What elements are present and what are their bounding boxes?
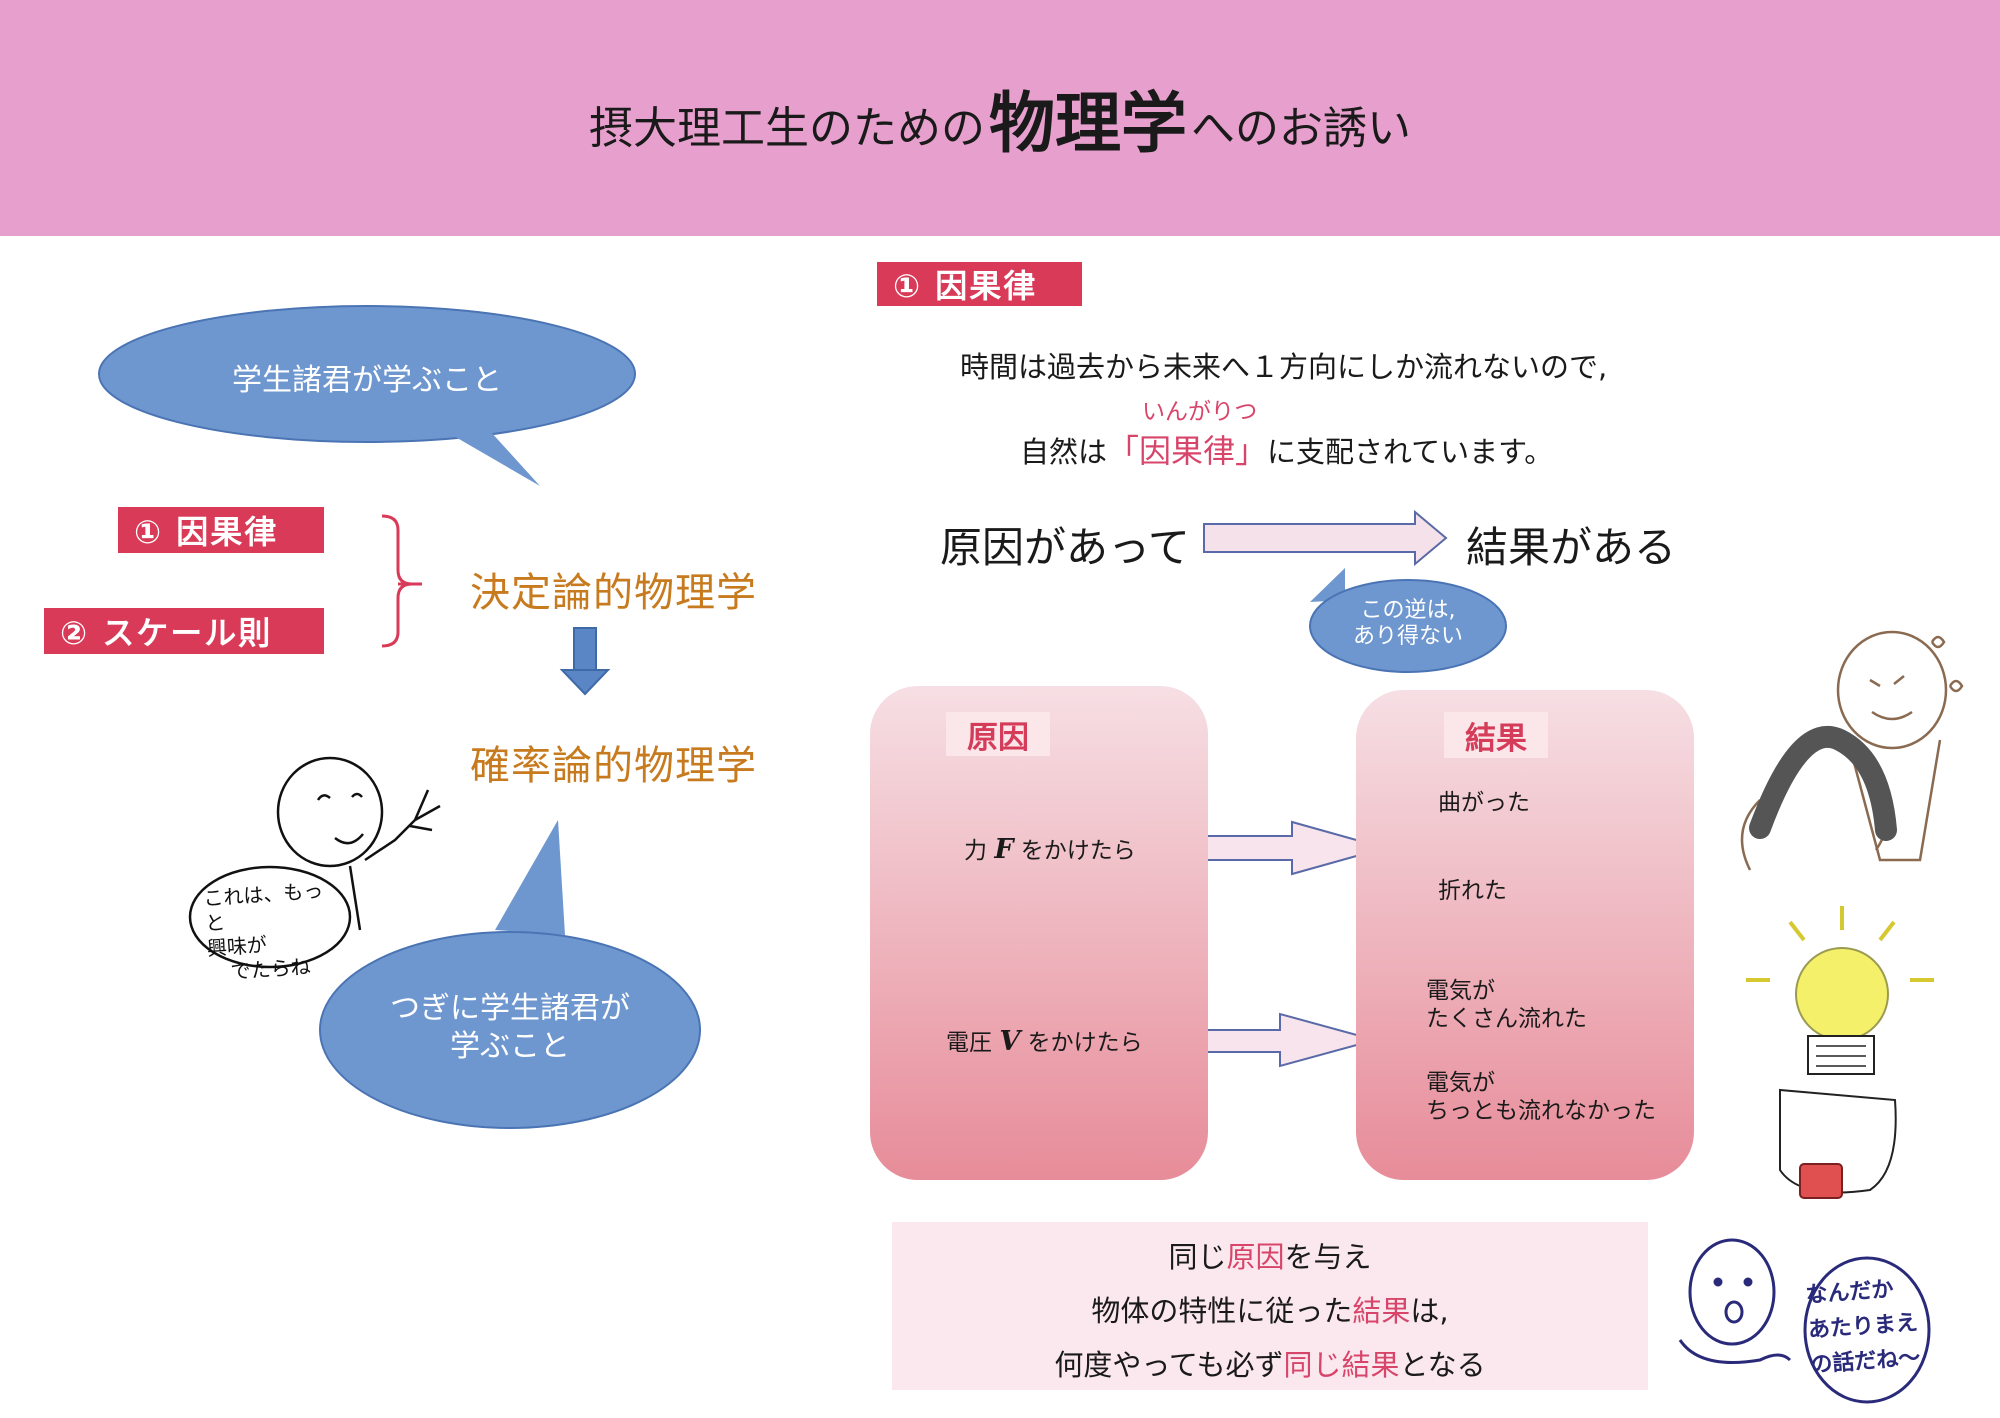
summary-l2-c: は, — [1410, 1294, 1449, 1328]
bottom-speech-bubble — [319, 820, 701, 1129]
voltage-variable: V — [999, 1026, 1021, 1057]
sentence-time-direction: 時間は過去から未来へ１方向にしか流れないので, — [960, 350, 1608, 384]
summary-line2: 物体の特性に従った結果は, — [892, 1288, 1648, 1330]
result-no-current-line2: ちっとも流れなかった — [1426, 1097, 1656, 1124]
effect-panel — [1356, 690, 1694, 1180]
header-band — [0, 0, 2000, 236]
force-pre: 力 — [964, 838, 987, 864]
thinking-character-icon — [1678, 1238, 1931, 1404]
bottom-bubble-line2: 学ぶこと — [450, 1028, 570, 1064]
sentence-causality-pre: 自然は — [1020, 435, 1108, 469]
bent-bar-icon — [1749, 725, 1897, 841]
cause-phrase: 原因があって — [940, 523, 1190, 572]
summary-box: 同じ原因を与え 物体の特性に従った結果は, 何度やっても必ず同じ結果となる — [892, 1222, 1648, 1390]
summary-l3-a: 何度やっても必ず — [1054, 1348, 1284, 1382]
effect-panel-label: 結果 — [1444, 712, 1548, 758]
title-main: 物理学 — [989, 85, 1187, 162]
title-prefix: 摂大理工生のための — [589, 103, 985, 154]
cause-effect-arrow-icon — [1203, 509, 1448, 567]
bottom-bubble-line1: つぎに学生諸君が — [390, 991, 630, 1026]
label-causality: ① 因果律 — [118, 507, 324, 553]
summary-l1-c: を与え — [1284, 1240, 1372, 1274]
reverse-bubble-line2: あり得ない — [1352, 624, 1463, 650]
bottom-bubble-text: つぎに学生諸君が 学ぶこと — [330, 990, 690, 1065]
force-cause: 力 F をかけたら — [964, 834, 1136, 866]
result-much-current-line1: 電気が — [1426, 978, 1495, 1004]
summary-l2-a: 物体の特性に従った — [1091, 1294, 1353, 1328]
result-broke: 折れた — [1438, 878, 1507, 904]
summary-l2-b: 結果 — [1352, 1294, 1411, 1328]
label-scaling-law: ② スケール則 — [44, 608, 324, 654]
force-variable: F — [994, 834, 1014, 865]
result-bent: 曲がった — [1438, 790, 1530, 816]
summary-line3: 何度やっても必ず同じ結果となる — [892, 1342, 1648, 1384]
summary-l3-b: 同じ結果 — [1283, 1348, 1400, 1382]
voltage-post: をかけたら — [1027, 1030, 1143, 1056]
result-much-current: 電気が たくさん流れた — [1426, 978, 1587, 1033]
summary-l1-a: 同じ — [1168, 1240, 1227, 1274]
effect-phrase: 結果がある — [1466, 523, 1677, 572]
voltage-cause: 電圧 V をかけたら — [946, 1026, 1143, 1058]
summary-line1: 同じ原因を与え — [892, 1234, 1648, 1276]
reverse-bubble-text: この逆は, あり得ない — [1336, 598, 1480, 651]
deterministic-physics: 決定論的物理学 — [470, 570, 757, 616]
reverse-bubble — [1309, 568, 1507, 673]
probabilistic-physics: 確率論的物理学 — [470, 743, 757, 789]
sentence-causality: 自然は「因果律」に支配されています。 — [1020, 426, 1553, 472]
summary-l1-b: 原因 — [1226, 1240, 1285, 1274]
cause-panel-label: 原因 — [946, 712, 1050, 756]
force-post: をかけたら — [1020, 838, 1136, 864]
title-suffix: へのお誘い — [1191, 103, 1411, 154]
section-label-causality: ① 因果律 — [877, 262, 1082, 306]
sentence-causality-key: 「因果律」 — [1107, 432, 1268, 470]
cause-panel — [870, 686, 1208, 1180]
battery-icon — [1779, 1088, 1897, 1199]
result-no-current-line1: 電気が — [1426, 1070, 1495, 1096]
summary-l3-c: となる — [1399, 1348, 1486, 1382]
result-no-current: 電気が ちっとも流れなかった — [1426, 1070, 1656, 1125]
hand-bubble — [188, 865, 352, 969]
down-arrow-icon — [559, 627, 611, 696]
page-title: 摂大理工生のための 物理学 へのお誘い — [0, 0, 2000, 236]
result-much-current-line2: たくさん流れた — [1426, 1005, 1587, 1032]
light-bulb-icon — [1746, 906, 1934, 1075]
sentence-causality-post: に支配されています。 — [1267, 435, 1554, 469]
top-bubble-text: 学生諸君が学ぶこと — [232, 363, 502, 398]
ruby-inga-ritsu: いんがりつ — [1142, 399, 1258, 425]
pointing-character-icon — [276, 756, 441, 931]
reverse-bubble-line1: この逆は, — [1360, 598, 1456, 623]
voltage-pre: 電圧 — [946, 1030, 992, 1056]
top-speech-bubble — [98, 305, 636, 486]
hand-note-right: なんだか あたりまえ の話だね～ — [1804, 1270, 1931, 1384]
